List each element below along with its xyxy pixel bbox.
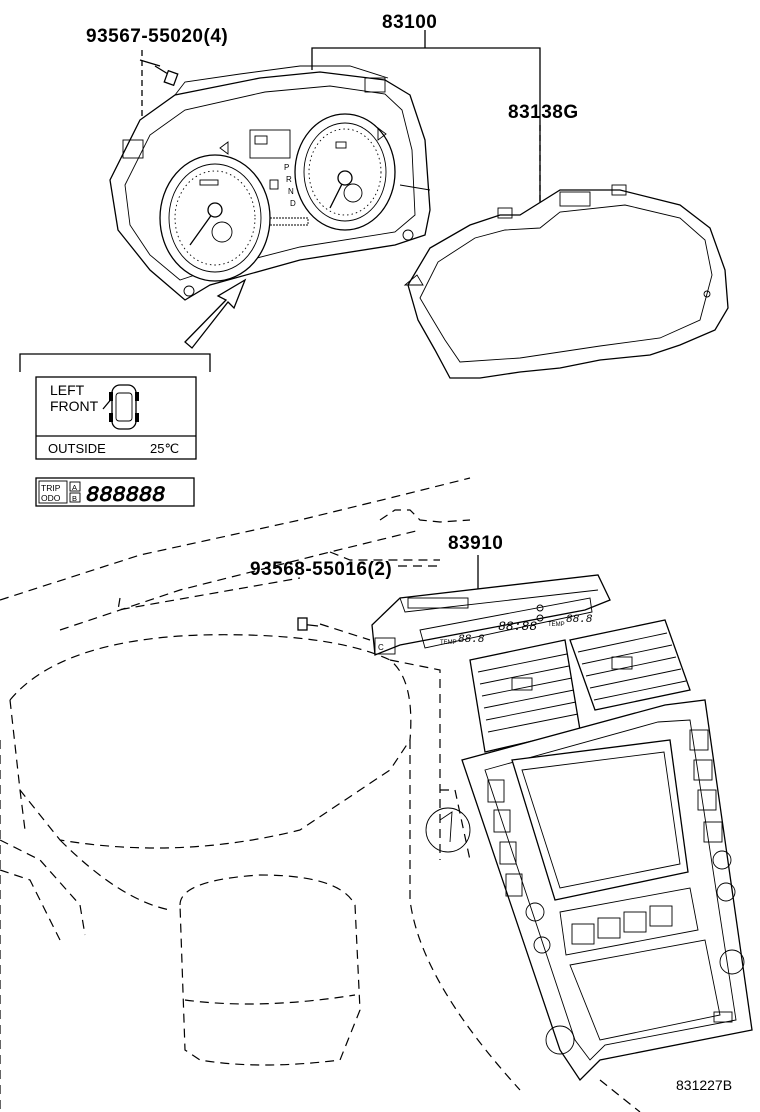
speedometer-gauge (159, 154, 271, 282)
outside-label: OUTSIDE (48, 441, 106, 456)
clock-left-temp: 88.8 (458, 634, 485, 646)
multi-info-display-inset: LEFT FRONT OUTSIDE 25℃ (35, 376, 197, 460)
callout-bolt-cluster: 93567-55020(4) (86, 26, 228, 47)
odometer-digits: 888888 (86, 483, 165, 508)
bolt-icon (297, 617, 319, 631)
gear-letter: R (286, 175, 292, 184)
clock-right-temp: 88.8 (566, 614, 593, 626)
temp-label-right: TEMP (548, 622, 565, 628)
mode-b-label: B (72, 494, 77, 503)
trip-label: TRIP (41, 483, 61, 493)
callout-cover: 83138G (508, 102, 579, 123)
gear-letter: D (290, 199, 296, 208)
gear-letter: N (288, 187, 294, 196)
cluster-cover (403, 184, 729, 379)
car-topview-icon (102, 384, 139, 430)
clock-assembly: C TEMP 88.8 88:88 TEMP 88.8 (371, 574, 611, 656)
inset-bracket (19, 353, 211, 372)
diagram-code: 831227B (676, 1077, 732, 1093)
tachometer-gauge (294, 113, 396, 231)
gear-letter: P (284, 163, 289, 172)
display-line1: LEFT (50, 382, 85, 398)
odo-label: ODO (41, 493, 61, 503)
callout-bolt-clock: 93568-55016(2) (250, 559, 392, 580)
instrument-cluster: P R N D (109, 65, 431, 301)
outside-temperature: 25℃ (150, 441, 179, 456)
gear-indicator: P R N D (284, 163, 296, 208)
bolt-icon (154, 65, 179, 87)
display-line2: FRONT (50, 398, 99, 414)
odometer-inset: TRIP ODO A B 888888 (35, 477, 195, 508)
detail-arrow (184, 278, 247, 349)
svg-text:C: C (378, 643, 384, 652)
center-console (461, 619, 753, 1082)
callout-clock: 83910 (448, 533, 503, 554)
temp-label-left: TEMP (440, 640, 457, 646)
mode-a-label: A (72, 483, 77, 492)
dashboard-outline (0, 477, 641, 1112)
clock-time: 88:88 (498, 619, 537, 634)
callout-cluster: 83100 (382, 12, 437, 33)
